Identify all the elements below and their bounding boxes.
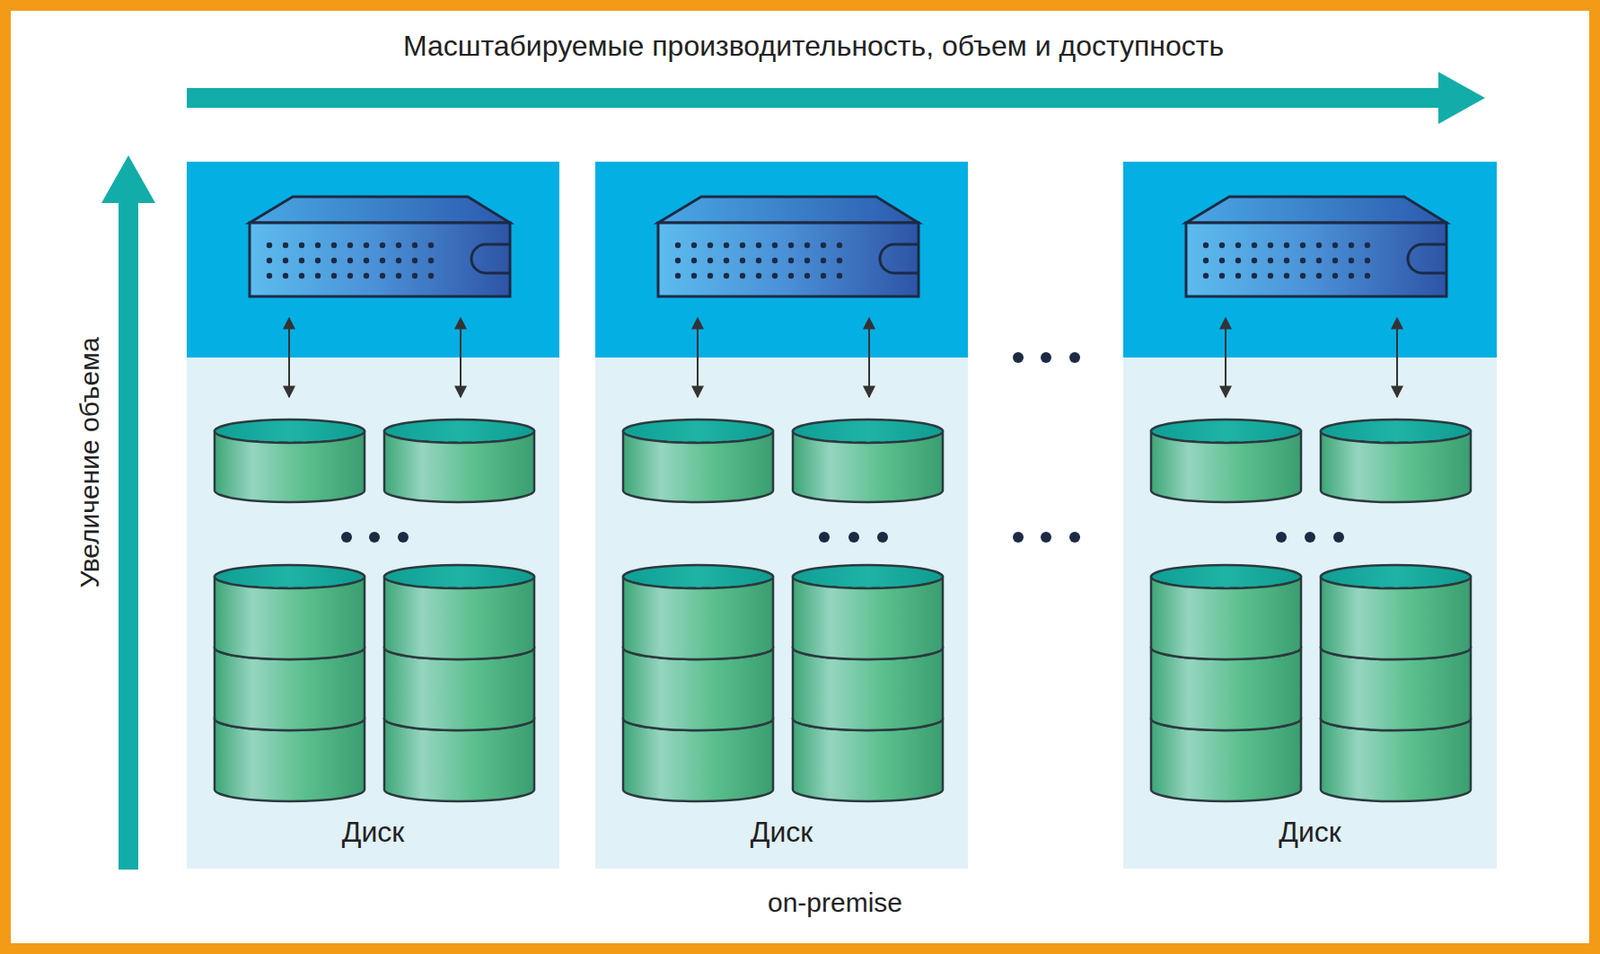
- server-column: Диск: [1123, 161, 1497, 869]
- disk-caption: Диск: [595, 813, 968, 850]
- disk-caption: Диск: [186, 813, 560, 850]
- caption-label: on-premise: [655, 884, 1015, 921]
- caption-label: Масштабируемые производительность, объем…: [184, 27, 1442, 64]
- server-column: Диск: [595, 161, 968, 869]
- server-column: Диск: [186, 161, 560, 869]
- disk-caption: Диск: [1123, 813, 1497, 850]
- axis-label: Увеличение объема: [71, 237, 108, 687]
